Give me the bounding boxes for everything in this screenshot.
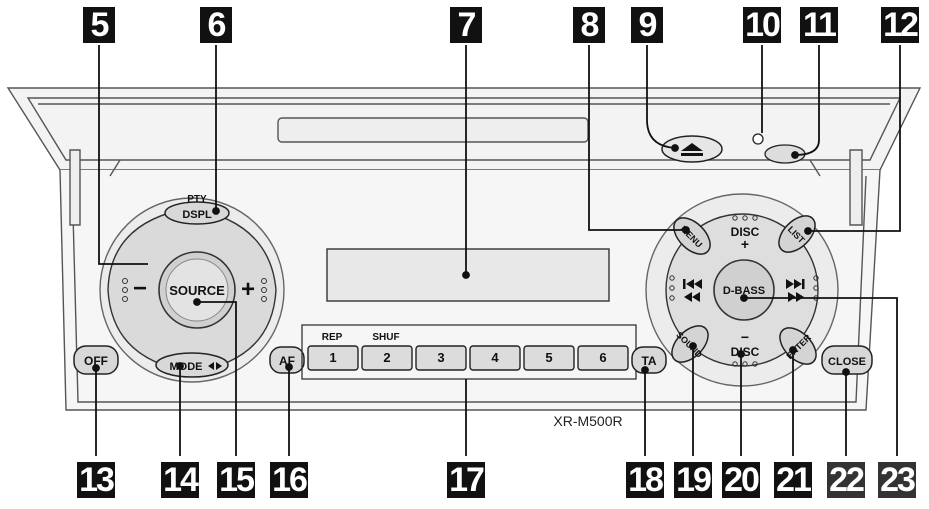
callout-5: 5 — [83, 7, 115, 43]
menu-button[interactable]: MENU — [667, 211, 716, 260]
preset-button-2[interactable]: 2 — [361, 345, 413, 371]
preset-label-3: 3 — [437, 350, 444, 365]
preset-label-6: 6 — [599, 350, 606, 365]
callout-21: 21 — [774, 462, 812, 498]
dbass-label: D-BASS — [723, 285, 765, 297]
left-control-cluster: SOURCE − + DSPL PTY MODE — [99, 194, 285, 383]
preset-button-6[interactable]: 6 — [577, 345, 629, 371]
disc-minus-label[interactable]: DISC — [731, 345, 760, 359]
callout-9: 9 — [631, 7, 663, 43]
callout-19: 19 — [674, 462, 712, 498]
dspl-label: DSPL — [182, 209, 212, 221]
preset-label-4: 4 — [491, 350, 499, 365]
source-label: SOURCE — [169, 283, 225, 298]
callout-11: 11 — [800, 7, 838, 43]
callout-20: 20 — [722, 462, 760, 498]
pty-label: PTY — [187, 194, 207, 205]
seek-back-icon[interactable] — [683, 279, 702, 302]
preset-label-1: 1 — [329, 350, 336, 365]
model-name: XR-M500R — [553, 413, 622, 429]
leader-lines — [92, 45, 901, 456]
seek-forward-icon[interactable] — [786, 279, 805, 302]
callout-10: 10 — [743, 7, 781, 43]
list-button[interactable]: LIST — [772, 209, 821, 258]
reset-button[interactable] — [752, 133, 764, 145]
enter-button[interactable]: ENTER — [773, 321, 822, 370]
rep-label: REP — [322, 332, 343, 343]
callout-22: 22 — [827, 462, 865, 498]
preset-label-2: 2 — [383, 350, 390, 365]
disc-plus-sign: + — [741, 236, 749, 252]
disc-minus-sign: − — [741, 329, 749, 345]
callout-6: 6 — [200, 7, 232, 43]
callout-14: 14 — [161, 462, 199, 498]
callout-13: 13 — [77, 462, 115, 498]
volume-plus-label[interactable]: + — [241, 276, 255, 303]
arrows-icon — [208, 362, 222, 370]
right-control-cluster: D-BASS DISC + − DISC MENU LIST — [645, 193, 839, 387]
callout-18: 18 — [626, 462, 664, 498]
ta-button[interactable]: TA — [631, 346, 667, 374]
ta-label: TA — [641, 354, 656, 368]
preset-button-1[interactable]: 1 — [307, 345, 359, 371]
disc-plus-label[interactable]: DISC — [731, 225, 760, 239]
preset-label-5: 5 — [545, 350, 552, 365]
shuf-label: SHUF — [372, 332, 399, 343]
preset-button-5[interactable]: 5 — [523, 345, 575, 371]
callout-16: 16 — [270, 462, 308, 498]
volume-minus-label[interactable]: − — [133, 275, 147, 302]
callout-8: 8 — [573, 7, 605, 43]
callout-23: 23 — [878, 462, 916, 498]
dspl-button[interactable]: DSPL — [164, 201, 230, 225]
mode-button[interactable]: MODE — [155, 352, 229, 378]
close-button[interactable]: CLOSE — [821, 345, 873, 375]
eject-button[interactable] — [661, 135, 723, 163]
callout-12: 12 — [881, 7, 919, 43]
mode-label: MODE — [170, 361, 203, 373]
off-label: OFF — [84, 354, 108, 368]
callout-7: 7 — [450, 7, 482, 43]
callout-17: 17 — [447, 462, 485, 498]
preset-button-3[interactable]: 3 — [415, 345, 467, 371]
callout-15: 15 — [217, 462, 255, 498]
dbass-button[interactable] — [713, 259, 775, 321]
close-label: CLOSE — [828, 356, 866, 368]
preset-button-4[interactable]: 4 — [469, 345, 521, 371]
